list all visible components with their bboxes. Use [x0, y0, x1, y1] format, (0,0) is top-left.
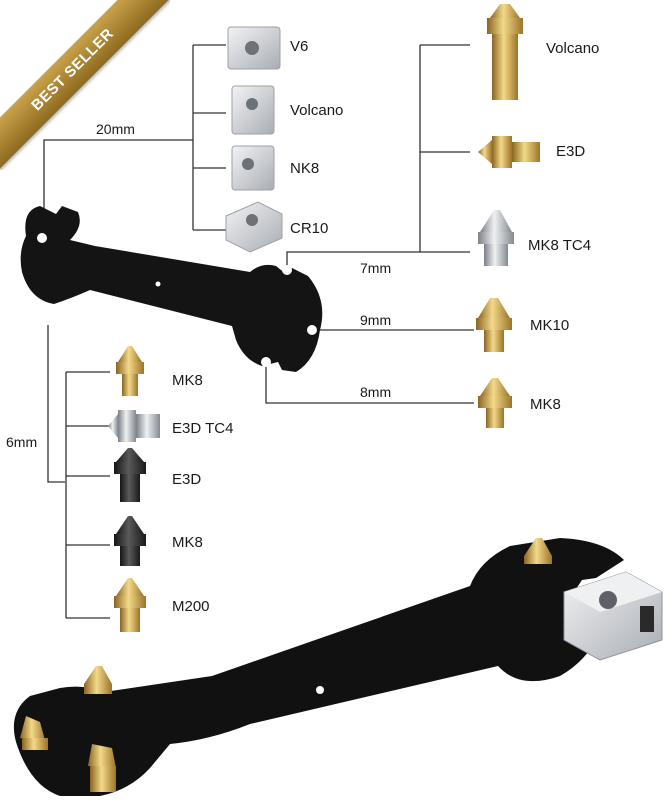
label-nozzle-volcano: Volcano — [546, 40, 600, 57]
heater-block-cr10-image — [225, 201, 283, 253]
label-nozzle-e3d-tc4: E3D TC4 — [172, 420, 234, 437]
label-nozzle-e3d-left: E3D — [172, 471, 202, 488]
nozzle-mk8-tc4-image — [478, 210, 514, 266]
label-heater-v6: V6 — [290, 38, 309, 55]
heater-block-v6-image — [227, 26, 281, 70]
size-label-20mm: 20mm — [96, 121, 135, 137]
nozzle-mk8-left-image — [116, 346, 144, 396]
nozzle-e3d-tc4-image — [108, 410, 160, 442]
best-seller-ribbon: BEST SELLER — [0, 0, 170, 170]
label-heater-nk8: NK8 — [290, 160, 320, 177]
nozzle-e3d-image — [478, 136, 540, 168]
label-nozzle-mk10: MK10 — [530, 317, 570, 334]
heater-block-nk8-image — [231, 145, 275, 191]
ribbon-text: BEST SELLER — [28, 25, 118, 115]
nozzle-volcano-image — [487, 4, 523, 100]
nozzle-e3d-hardened-image — [114, 448, 146, 502]
size-label-6mm: 6mm — [6, 434, 38, 450]
label-nozzle-m200: M200 — [172, 598, 210, 615]
heater-block-volcano-image — [231, 85, 275, 135]
nozzle-mk10-image — [476, 298, 512, 352]
connector-lines — [43, 44, 474, 619]
label-nozzle-mk8-left: MK8 — [172, 372, 203, 389]
label-nozzle-mk8-right: MK8 — [530, 396, 561, 413]
size-label-9mm: 9mm — [360, 312, 392, 328]
ribbon-band — [0, 0, 170, 170]
wrench-bottom-photo — [13, 538, 663, 796]
label-heater-volcano: Volcano — [290, 102, 344, 119]
label-nozzle-e3d: E3D — [556, 143, 586, 160]
label-nozzle-mk8-tc4: MK8 TC4 — [528, 237, 592, 254]
size-label-7mm: 7mm — [360, 260, 392, 276]
wrench-top — [20, 206, 323, 372]
label-nozzle-mk8-hardened: MK8 — [172, 534, 203, 551]
nozzle-m200-image — [114, 578, 146, 632]
nozzle-mk8-right-image — [478, 378, 512, 428]
size-label-8mm: 8mm — [360, 384, 392, 400]
label-heater-cr10: CR10 — [290, 220, 329, 237]
nozzle-mk8-hardened-image — [114, 516, 146, 566]
